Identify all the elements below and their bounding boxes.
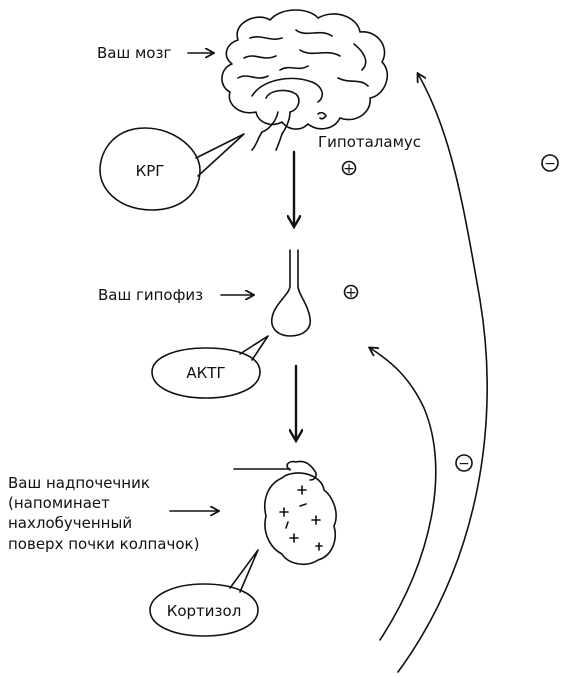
crh-bubble-text: КРГ (136, 162, 165, 180)
plus-pituitary-sign: + (345, 285, 357, 301)
feedback-to-pituitary-arrow (370, 348, 437, 641)
adrenal-label-line3: нахлобученный (8, 514, 132, 532)
plus-hypothalamus-sign: + (343, 161, 355, 177)
adrenal-drawing (233, 460, 337, 566)
adrenal-label-line1: Ваш надпочечник (8, 474, 150, 492)
crh-bubble (99, 127, 245, 211)
adrenal-label-line4: поверх почки колпачок) (8, 535, 199, 553)
plus-hypothalamus-circle (341, 160, 357, 176)
minus-outer-sign: − (544, 156, 556, 172)
minus-outer-circle (541, 154, 559, 172)
hypothalamus-label: Гипоталамус (318, 133, 421, 151)
plus-pituitary-circle (343, 284, 359, 300)
acth-bubble (151, 335, 269, 399)
brain-drawing (221, 9, 388, 151)
minus-inner-circle (455, 454, 473, 472)
feedback-to-brain-arrow (397, 74, 488, 673)
pituitary-label: Ваш гипофиз (98, 286, 203, 304)
brain-label: Ваш мозг (97, 44, 171, 62)
pituitary-drawing (270, 249, 312, 337)
adrenal-label-line2: (напоминает (8, 494, 110, 512)
cortisol-bubble-text: Кортизол (167, 602, 242, 620)
minus-inner-sign: − (458, 456, 470, 472)
cortisol-bubble (149, 549, 259, 637)
acth-bubble-text: АКТГ (186, 364, 225, 382)
